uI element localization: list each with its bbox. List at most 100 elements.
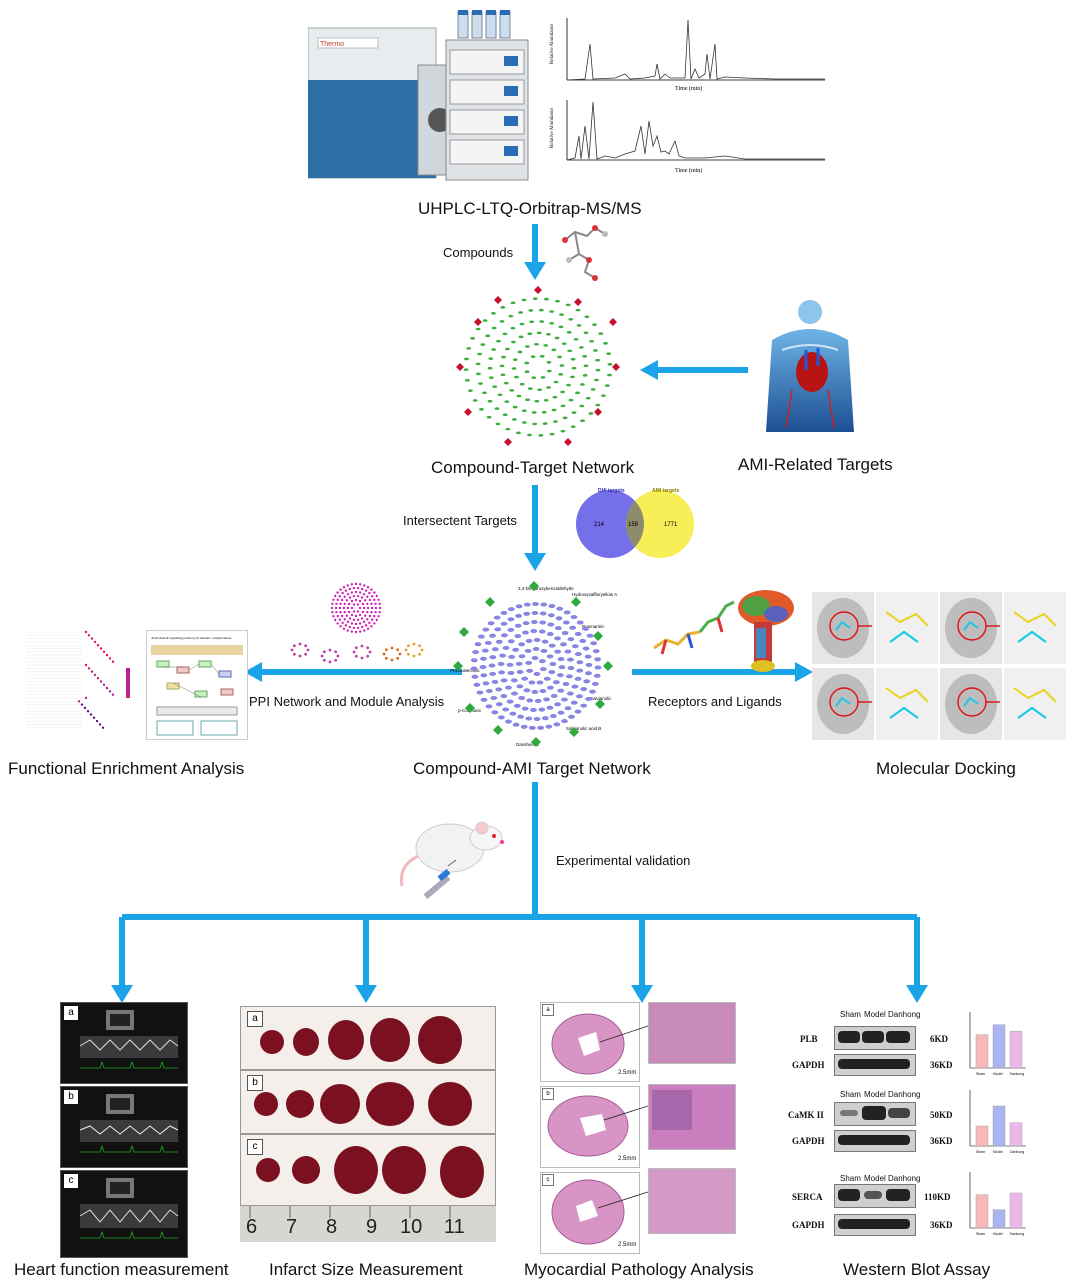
target-node <box>574 709 582 714</box>
network-node <box>503 381 509 385</box>
enrichment-dot <box>111 693 115 696</box>
infarct-tag-a: a <box>247 1011 263 1027</box>
bar-label: Danhong <box>1010 1150 1024 1154</box>
pathology-title: Myocardial Pathology Analysis <box>524 1260 754 1279</box>
ppi-node <box>375 594 378 598</box>
network-node <box>496 339 501 343</box>
target-node <box>485 704 493 709</box>
target-node <box>540 602 548 607</box>
network-node <box>582 355 588 358</box>
target-node <box>502 707 510 712</box>
western-blot-panel: Sham Model Danhong PLB 6KD GAPDH 36KD Sh… <box>784 1006 1030 1246</box>
ppi-node <box>342 586 346 589</box>
ppi-node <box>343 595 346 598</box>
ppi-node <box>373 622 376 625</box>
enrichment-dot <box>99 647 103 650</box>
network-node <box>529 320 535 324</box>
compound-hub <box>569 727 579 737</box>
kegg-pathway: AGE-RAGE signaling pathway in diabetic c… <box>146 630 248 740</box>
compound-hub <box>564 438 572 446</box>
compound-hub <box>531 737 541 747</box>
target-node <box>557 710 565 715</box>
bar-label: Model <box>993 1150 1003 1154</box>
target-node <box>561 719 568 724</box>
enrichment-dot <box>92 716 96 719</box>
ppi-module-node <box>390 658 394 662</box>
network-node <box>466 347 472 350</box>
target-node <box>531 690 539 694</box>
network-node <box>571 411 577 414</box>
target-node <box>583 679 591 684</box>
ppi-node <box>356 618 360 622</box>
wb-col-model-3: Model <box>864 1174 886 1183</box>
target-node <box>476 690 484 695</box>
target-node <box>533 717 541 721</box>
scale-b: 2.5mm <box>618 1156 637 1162</box>
node-salvianolic-b: Salvianolic acid B <box>566 726 601 731</box>
network-node <box>478 382 483 385</box>
compound-hub <box>594 408 602 416</box>
network-node <box>571 366 577 370</box>
network-node <box>534 342 539 346</box>
ppi-module-node <box>366 646 370 650</box>
target-node <box>593 673 601 678</box>
ppi-node <box>358 583 362 586</box>
network-node <box>537 388 542 392</box>
network-node <box>525 398 530 402</box>
network-node <box>470 337 476 340</box>
network-node <box>519 382 525 386</box>
bar-sham <box>975 1125 989 1147</box>
target-node <box>574 652 582 656</box>
network-node <box>576 324 582 327</box>
enrichment-dot <box>84 630 88 634</box>
target-node <box>489 633 496 638</box>
target-node <box>538 629 546 634</box>
network-node <box>527 332 533 335</box>
ppi-module-node <box>354 654 358 658</box>
ppi-node <box>360 617 364 620</box>
target-node <box>564 706 572 711</box>
enrichment-dot <box>80 703 84 706</box>
tag-a: a <box>64 1006 78 1020</box>
network-node <box>530 355 536 358</box>
wb-band-2c <box>888 1108 910 1118</box>
target-node <box>523 611 530 616</box>
ppi-module-node <box>304 652 308 656</box>
wb-ctrl-band-2 <box>838 1135 910 1145</box>
target-node <box>570 615 578 619</box>
wb-protein-2: CaMK II <box>788 1110 824 1120</box>
network-node <box>510 340 516 344</box>
target-node <box>569 625 577 630</box>
ppi-module-node <box>292 652 296 656</box>
ppi-module-node <box>406 644 410 648</box>
network-node <box>510 326 516 330</box>
network-node <box>528 309 534 312</box>
ppi-node <box>350 630 354 633</box>
target-node <box>567 666 575 670</box>
chromatogram-bottom: Relative Abundance Time (min) <box>545 96 835 176</box>
ppi-node <box>364 624 368 627</box>
target-node <box>497 662 505 666</box>
ppi-node <box>343 602 346 606</box>
residue-sticks <box>1013 611 1057 627</box>
network-node <box>477 352 482 356</box>
target-node <box>518 695 526 700</box>
target-node <box>480 673 488 678</box>
ligand-sticks <box>1017 630 1047 643</box>
network-node <box>555 299 560 303</box>
network-node <box>499 364 505 368</box>
ppi-node <box>346 584 349 587</box>
ppi-node <box>348 625 352 629</box>
network-node <box>534 399 540 403</box>
target-node <box>580 687 588 692</box>
target-node <box>526 698 534 703</box>
target-node <box>478 634 485 639</box>
target-node <box>561 697 568 702</box>
ppi-node <box>334 606 338 610</box>
protein-surface <box>945 674 997 734</box>
ami-targets-title: AMI-Related Targets <box>738 455 893 474</box>
ppi-node <box>352 586 356 590</box>
target-node <box>521 676 529 681</box>
network-node <box>499 320 505 323</box>
network-node <box>567 349 573 353</box>
